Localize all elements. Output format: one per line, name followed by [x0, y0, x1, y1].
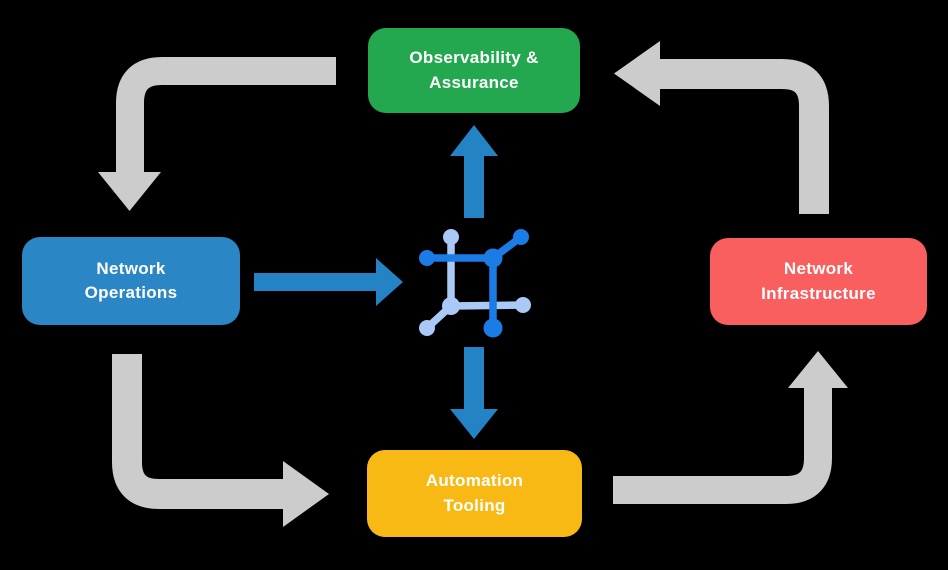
node-label-line: Operations — [84, 283, 178, 302]
node-network-infrastructure: Network Infrastructure — [710, 238, 927, 325]
node-label-line: Assurance — [429, 72, 519, 92]
arrow-operations-to-center-icon — [254, 258, 403, 306]
arrow-center-to-automation-icon — [450, 347, 498, 439]
cycle-arrow-automation-to-infrastructure-icon — [613, 351, 848, 504]
cycle-arrow-observability-to-operations-icon — [98, 57, 336, 211]
node-label-line: Network — [783, 259, 854, 279]
arrow-center-to-observability-icon — [450, 125, 498, 218]
network-mesh-icon — [419, 229, 531, 338]
node-network-operations: Network Operations — [22, 237, 240, 325]
node-label-line: Infrastructure — [761, 283, 876, 303]
node-automation-tooling: Automation Tooling — [367, 450, 582, 537]
cycle-arrow-operations-to-automation-icon — [112, 354, 329, 527]
node-label-line: Network — [96, 258, 166, 278]
node-observability-assurance: Observability & Assurance — [368, 28, 580, 113]
node-label-line: Tooling — [443, 495, 506, 515]
node-label-line: Automation — [425, 471, 524, 491]
node-label-line: Observability & — [409, 48, 539, 68]
cycle-arrow-infrastructure-to-observability-icon — [614, 41, 829, 214]
